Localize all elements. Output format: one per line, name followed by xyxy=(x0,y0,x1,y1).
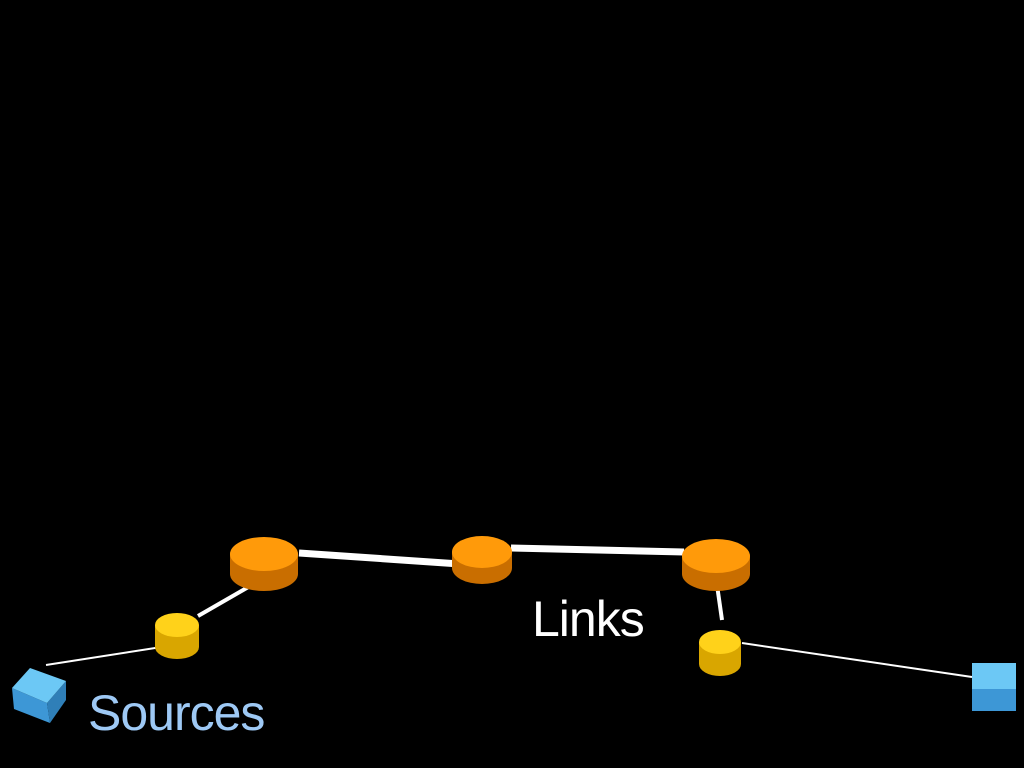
source-host-right-top xyxy=(972,663,1016,689)
source-host-left-right xyxy=(47,681,66,723)
links-label: Links xyxy=(532,591,645,647)
link-router-left-to-router-center xyxy=(298,549,461,568)
source-host-right-box xyxy=(972,663,1016,711)
edge-node-right-cylinder xyxy=(699,630,741,676)
router-right-cylinder xyxy=(682,539,750,591)
router-center-top xyxy=(452,536,512,568)
source-host-left-top xyxy=(12,668,66,703)
nodes-layer xyxy=(12,536,1016,723)
source-host-left-box xyxy=(12,668,66,723)
router-right-top xyxy=(682,539,750,573)
router-left-cylinder xyxy=(230,537,298,591)
link-router-center-to-router-right xyxy=(510,544,685,556)
source-host-left-front xyxy=(12,688,50,723)
router-center-cylinder xyxy=(452,536,512,584)
sources-label: Sources xyxy=(88,685,265,741)
edge-node-left-cylinder xyxy=(155,613,199,659)
router-left-top xyxy=(230,537,298,571)
edge-node-left-top xyxy=(155,613,199,637)
link-source-host-left-to-edge-node-left xyxy=(45,645,169,666)
source-host-right-front xyxy=(972,689,1016,711)
link-edge-node-right-to-source-host-right xyxy=(741,642,973,678)
edge-node-right-top xyxy=(699,630,741,654)
links-layer xyxy=(45,544,973,678)
